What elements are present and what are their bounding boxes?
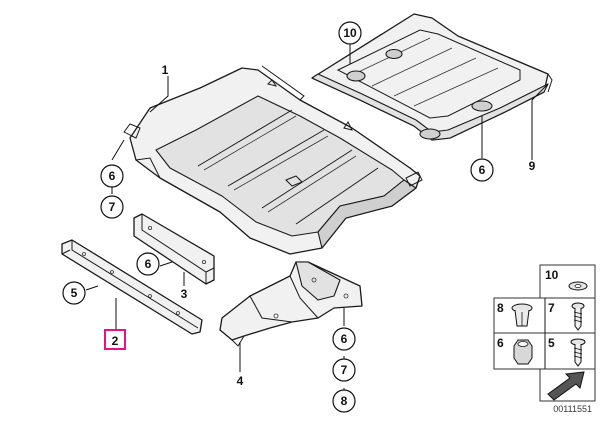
svg-text:5: 5 [548,336,555,350]
svg-text:5: 5 [71,286,78,300]
svg-text:10: 10 [545,268,559,282]
callout-10-top: 10 [338,21,362,45]
callout-6-bracket: 6 [332,327,356,351]
label-part-1: 1 [162,63,169,77]
diagram-number: 00111551 [553,404,592,414]
label-part-3: 3 [181,287,188,301]
label-part-4: 4 [237,374,244,388]
svg-text:7: 7 [109,200,116,214]
callout-8-bracket: 8 [332,389,356,413]
underbody-tray[interactable] [123,65,423,255]
underbody-shield-rear[interactable] [311,13,553,141]
side-bracket[interactable] [219,261,363,347]
screw-icon: 7 [548,301,585,331]
label-part-9: 9 [529,159,536,173]
svg-text:8: 8 [341,394,348,408]
svg-text:6: 6 [109,169,116,183]
callout-7-left: 7 [100,195,124,219]
svg-text:6: 6 [497,336,504,350]
callout-6-middle: 6 [136,252,160,276]
svg-text:2: 2 [112,334,119,348]
svg-text:6: 6 [479,163,486,177]
callout-5: 5 [62,281,86,305]
hardware-legend: 10 8 7 6 5 [493,264,596,402]
nut-icon: 6 [497,336,533,365]
reinforcement-rail[interactable] [61,239,203,335]
callout-6-rear: 6 [470,158,494,182]
svg-text:6: 6 [145,257,152,271]
screw-washer-icon: 5 [548,336,586,367]
highlighted-part-2[interactable]: 2 [104,329,126,350]
direction-arrow-icon [547,371,585,401]
leader-lines [85,44,549,390]
washer-icon: 10 [545,268,588,291]
svg-text:10: 10 [343,26,357,40]
callout-6-left: 6 [100,164,124,188]
svg-text:8: 8 [497,301,504,315]
push-clip-icon: 8 [497,301,533,327]
svg-text:7: 7 [341,363,348,377]
bracket-strip[interactable] [133,213,215,285]
svg-text:6: 6 [341,332,348,346]
callout-7-bracket: 7 [332,358,356,382]
svg-text:7: 7 [548,301,555,315]
